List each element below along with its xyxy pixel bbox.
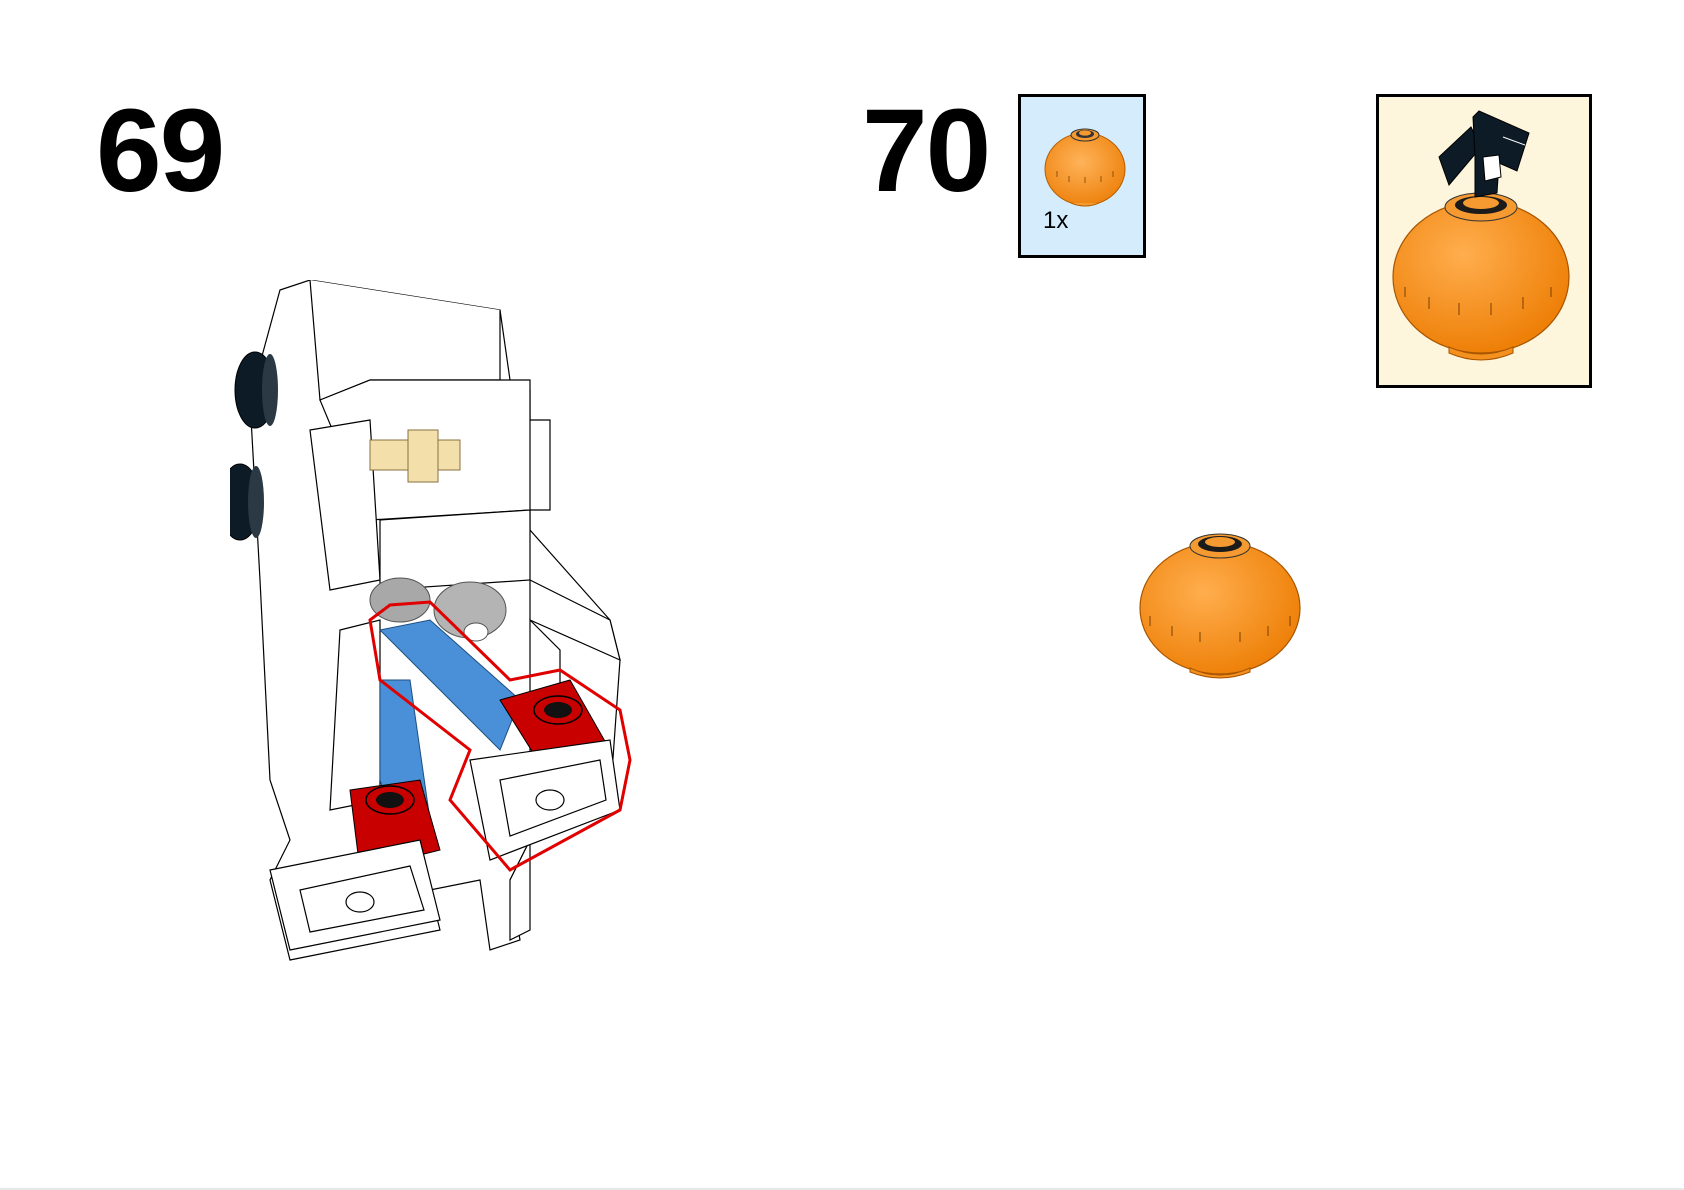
- orange-round-brick-icon: [1044, 128, 1126, 207]
- black-wheel-icon: [230, 351, 278, 541]
- page-bottom-rule: [0, 1188, 1684, 1190]
- step-number-69: 69: [96, 85, 225, 217]
- step-69-assembly-image: [230, 280, 632, 961]
- red-highlight-outline: [368, 600, 632, 872]
- pumpkin-with-clip-callout-image: [1392, 110, 1570, 361]
- step-70-orange-round-brick-image: [1139, 533, 1301, 679]
- parts-list-box: 1x: [1018, 94, 1146, 258]
- step-number-70: 70: [862, 85, 991, 217]
- callout-box: [1376, 94, 1592, 388]
- part-quantity: 1x: [1043, 207, 1069, 234]
- tan-connector-piece: [369, 429, 461, 483]
